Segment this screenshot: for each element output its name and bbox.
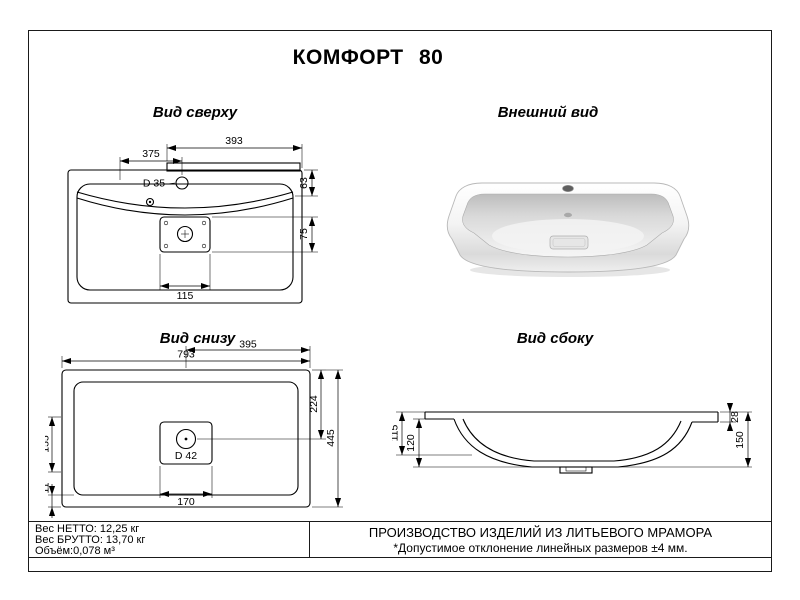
dim-63-label: 63	[298, 177, 310, 189]
dim-445-label: 445	[325, 429, 337, 447]
faucet-hole-3d	[562, 184, 574, 192]
external-view-render	[446, 182, 690, 277]
net-weight-line: Вес НЕТТО: 12,25 кг	[35, 523, 140, 535]
dim-120: 120	[405, 418, 532, 468]
dim-224-label: 224	[308, 395, 320, 413]
gross-weight-line: Вес БРУТТО: 13,70 кг	[35, 534, 146, 546]
side-view-label: Вид сбоку	[516, 330, 594, 347]
drain-diameter-label: D 42	[175, 450, 197, 462]
overflow-hole-3d	[564, 212, 572, 218]
dim-375: 375	[119, 148, 183, 180]
bottom-view-label: Вид снизу	[159, 330, 236, 347]
dim-63: 63	[295, 169, 318, 197]
dim-395: 395	[185, 339, 311, 368]
bowl-inner-profile	[462, 418, 682, 462]
drain-cover	[549, 235, 589, 250]
dim-115-side: 115	[392, 411, 472, 456]
tolerance-note: *Допустимое отклонение линейных размеров…	[393, 541, 688, 555]
dim-393: 393	[166, 135, 303, 168]
bottom-view-drawing: D 42 793 395 224 445	[45, 339, 343, 518]
weight-info-box: Вес НЕТТО: 12,25 кг Вес БРУТТО: 13,70 кг…	[28, 521, 310, 558]
external-view-label: Внешний вид	[497, 104, 599, 121]
dim-115-side-label: 115	[392, 424, 401, 441]
overflow-hole	[145, 197, 155, 207]
dim-393-label: 393	[225, 135, 243, 147]
bowl-outer-profile	[453, 418, 693, 468]
mounting-plate	[159, 216, 211, 253]
top-view-label: Вид сверху	[152, 104, 238, 121]
page-title: КОМФОРТ 80	[292, 46, 444, 69]
dim-75: 75	[212, 216, 318, 253]
dim-155: 155	[45, 416, 61, 473]
dim-445: 445	[312, 369, 343, 508]
faucet-diameter-label: D 35	[143, 178, 165, 190]
top-view-drawing: 393 375 63 75 115 D 35	[67, 135, 318, 304]
dim-224: 224	[197, 369, 326, 440]
side-view-drawing: 115 120 28 150	[392, 403, 752, 474]
faucet-hole-callout: D 35	[143, 178, 176, 190]
dim-11: 11	[45, 482, 74, 518]
dim-11-label: 11	[45, 482, 52, 493]
sheet-border-frame	[28, 30, 772, 572]
production-note: ПРОИЗВОДСТВО ИЗДЕЛИЙ ИЗ ЛИТЬЕВОГО МРАМОР…	[368, 525, 713, 540]
dim-170-label: 170	[177, 496, 195, 508]
dim-28: 28	[720, 403, 752, 431]
dim-120-label: 120	[405, 434, 417, 452]
sink-outline-top	[67, 162, 303, 304]
sink-profile	[424, 411, 719, 474]
dim-150: 150	[618, 412, 752, 468]
dim-28-label: 28	[729, 411, 741, 423]
dim-150-label: 150	[734, 431, 746, 449]
dim-155-label: 155	[45, 435, 52, 453]
dim-395-label: 395	[239, 339, 257, 351]
dim-75-label: 75	[298, 228, 310, 240]
volume-line: Объём:0,078 м³	[35, 545, 115, 557]
production-info-box: ПРОИЗВОДСТВО ИЗДЕЛИЙ ИЗ ЛИТЬЕВОГО МРАМОР…	[309, 521, 772, 558]
drain-plate-bottom: D 42	[159, 421, 213, 465]
faucet-hole	[175, 176, 189, 190]
drain-boss	[559, 466, 593, 474]
dim-115-label: 115	[177, 290, 194, 302]
back-ledge	[166, 162, 301, 172]
dim-375-label: 375	[142, 148, 160, 160]
dim-170: 170	[159, 466, 213, 508]
dim-115-plate: 115	[159, 254, 211, 302]
